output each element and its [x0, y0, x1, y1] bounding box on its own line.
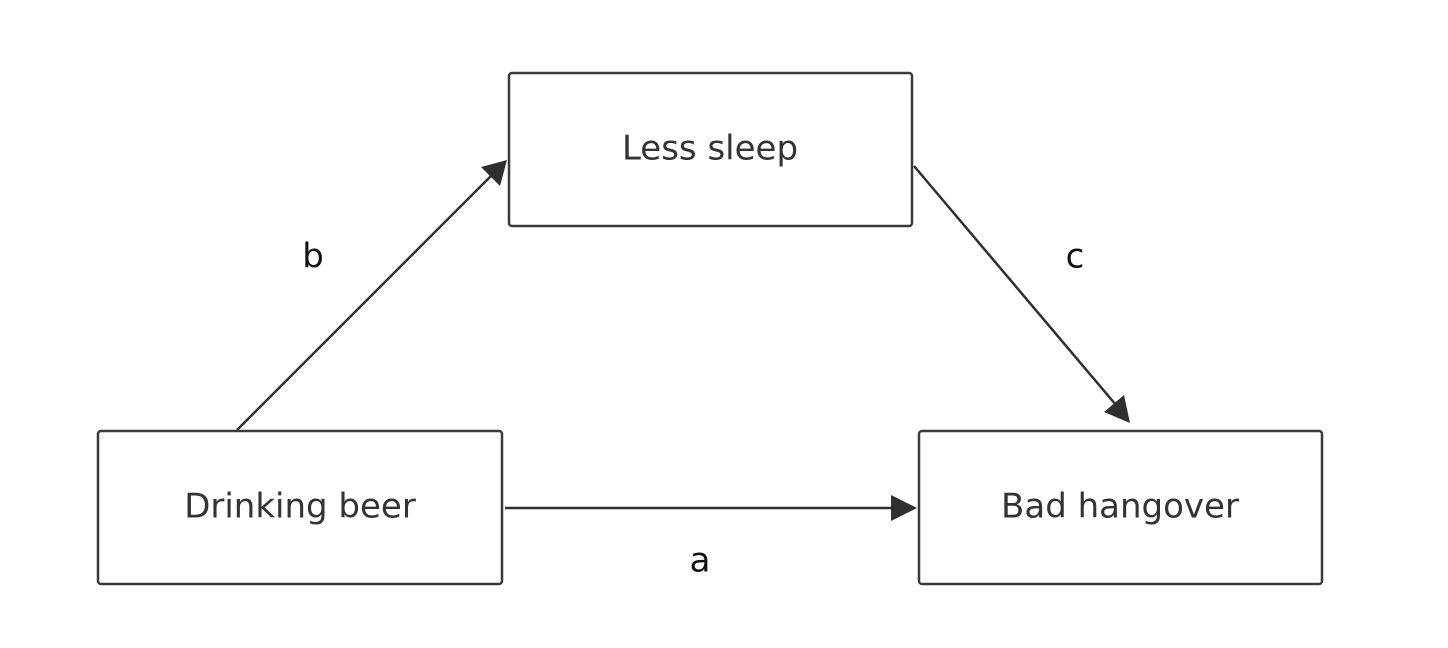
- node-drinking-beer-box: [96, 429, 504, 586]
- edge-c: c: [913, 165, 1130, 423]
- node-drinking-beer[interactable]: Drinking beer: [96, 429, 504, 586]
- edge-b: b: [236, 160, 507, 431]
- node-bad-hangover-box: [917, 429, 1324, 586]
- edge-c-label: c: [1066, 237, 1085, 277]
- edge-c-line: [913, 165, 1117, 406]
- node-bad-hangover-label: Bad hangover: [1001, 487, 1239, 527]
- node-less-sleep-box: [507, 71, 914, 228]
- edge-b-label: b: [302, 237, 324, 277]
- node-less-sleep-label: Less sleep: [622, 129, 798, 169]
- edge-a-label: a: [690, 541, 711, 581]
- edge-c-arrowhead: [1104, 395, 1130, 423]
- node-drinking-beer-label: Drinking beer: [184, 487, 416, 527]
- node-bad-hangover[interactable]: Bad hangover: [917, 429, 1324, 586]
- edge-a-arrowhead: [891, 495, 917, 521]
- node-less-sleep[interactable]: Less sleep: [507, 71, 914, 228]
- edge-b-arrowhead: [481, 160, 507, 186]
- edge-a: a: [505, 495, 917, 581]
- edge-b-line: [236, 175, 492, 431]
